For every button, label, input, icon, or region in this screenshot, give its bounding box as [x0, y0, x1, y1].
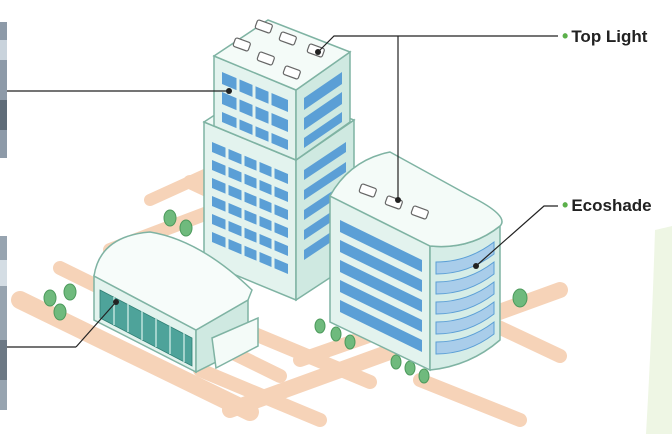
bullet-icon: • [562, 195, 569, 215]
side-band [646, 226, 672, 434]
eco-building-windows [340, 220, 422, 352]
photo-thumbnail-bottom [0, 236, 7, 410]
bullet-icon: • [562, 26, 569, 46]
leader-lines [7, 35, 558, 348]
tree-icon [43, 209, 528, 384]
callout-ecoshade-label: Ecoshade [571, 196, 652, 215]
arched-building-glass [99, 289, 193, 367]
callout-top-light: •Top Light [562, 26, 647, 47]
callout-ecoshade: •Ecoshade [562, 195, 652, 216]
photo-thumbnail-top [0, 22, 7, 158]
callout-top-light-label: Top Light [571, 27, 648, 46]
skylight-icon [358, 183, 429, 220]
tower-lower-windows [212, 142, 346, 274]
ecoshade-louvers [435, 240, 495, 355]
